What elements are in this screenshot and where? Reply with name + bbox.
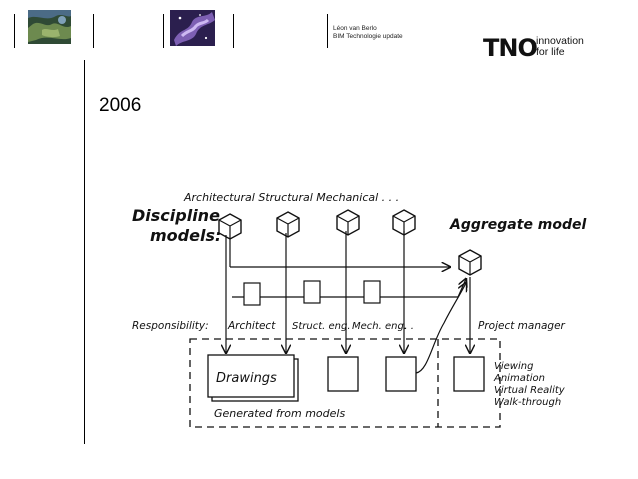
presenter-name: Léon van Berlo [333, 25, 403, 33]
aggregate-model-label: Aggregate model [449, 217, 587, 233]
logo-tagline: innovation for life [536, 36, 584, 58]
generated-from-models-label: Generated from models [214, 407, 345, 420]
architect-model-cube-icon [219, 214, 241, 239]
role-project-manager: Project manager [478, 320, 566, 332]
discipline-models-label-line1: Discipline [132, 206, 220, 225]
logo-mark: TNO [483, 34, 537, 62]
output-virtual-reality: Virtual Reality [494, 385, 566, 396]
role-ellipsis: . . . [398, 321, 414, 332]
header-divider [14, 14, 15, 48]
output-walk-through: Walk-through [494, 397, 561, 408]
header-divider [327, 14, 328, 48]
aggregate-output-sheet-icon [454, 357, 484, 391]
bim-sketch-diagram: Architectural Structural Mechanical . . … [128, 183, 588, 433]
output-viewing: Viewing [494, 361, 533, 372]
responsibility-label: Responsibility: [132, 320, 209, 332]
header-divider [163, 14, 164, 48]
model-file-icon [364, 281, 380, 303]
role-structural-engineer: Struct. eng. [292, 321, 351, 332]
structural-model-cube-icon [277, 212, 299, 237]
role-architect: Architect [227, 320, 276, 332]
presenter-info: Léon van Berlo BIM Technologie update [333, 25, 403, 41]
nebula-image-icon [170, 10, 215, 46]
header-divider [233, 14, 234, 48]
logo-tagline-line2: for life [536, 47, 584, 58]
aggregate-model-cube-icon [459, 250, 481, 275]
header-divider [93, 14, 94, 48]
tno-logo: TNO innovation for life [483, 30, 603, 64]
mechanical-model-cube-icon [337, 210, 359, 235]
slide-title: 2006 [99, 95, 141, 117]
drawing-sheet-icon [328, 357, 358, 391]
presentation-subtitle: BIM Technologie update [333, 33, 403, 41]
left-vertical-rule [84, 60, 85, 444]
drawings-label: Drawings [216, 371, 277, 386]
discipline-models-label-line2: models: [150, 226, 221, 245]
drawing-sheet-icon [386, 357, 416, 391]
model-file-icon [244, 283, 260, 305]
satellite-image-icon [28, 10, 71, 44]
discipline-types-label: Architectural Structural Mechanical . . … [183, 191, 399, 204]
model-file-icon [304, 281, 320, 303]
output-animation: Animation [493, 373, 545, 384]
